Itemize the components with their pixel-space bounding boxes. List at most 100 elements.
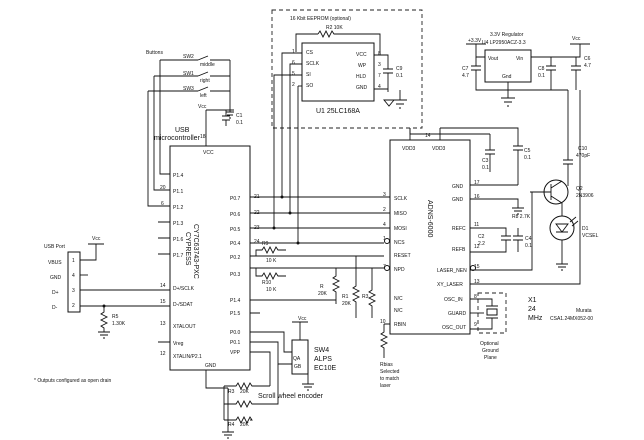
mcu-pin: P1.7 (173, 253, 184, 259)
usb-port-block: USB Port Vcc VBUS GND D+ D- 1 4 3 2 R5 1… (44, 236, 170, 339)
usb-pin-num: 3 (72, 288, 75, 294)
eeprom-c9: C9 (396, 66, 403, 72)
mcu-pin: XTALIN/P2.1 (173, 354, 202, 360)
sensor-pin-num: 8 (474, 294, 477, 300)
sensor-pin-num: 2 (383, 207, 386, 213)
mcu-pin: P0.0 (230, 330, 241, 336)
eeprom-pin-num: 5 (292, 71, 295, 77)
regulator-c6-value: 4.7 (584, 63, 591, 69)
sensor-pin-num: 11 (474, 222, 479, 228)
eeprom-pin-sclk: SCLK (306, 61, 320, 67)
buttons-block: Buttons SW2 SW1 SW3 middle right left (146, 50, 234, 207)
crystal-ground-line-1: Optional (480, 341, 499, 347)
regulator-c7: C7 (462, 66, 469, 72)
regulator-c7-value: 4.7 (462, 73, 469, 79)
mcu-pin-num: 24 (254, 239, 260, 245)
mcu-pin: P1.2 (173, 205, 184, 211)
laser-c5-value: 0.1 (524, 155, 531, 161)
sensor-pin: MOSI (394, 226, 407, 232)
laser-c5: C5 (524, 148, 531, 154)
laser-c3: C3 (482, 158, 489, 164)
mcu-pin-num: 20 (160, 185, 166, 191)
laser-block: C3 0.1 C5 0.1 R8 2.7K C2 2.2 C4 0.1 C10 … (409, 90, 599, 285)
regulator-part: U4 LP2950ACZ-3.3 (482, 40, 526, 46)
encoder-block: Vcc QA GB SW4 ALPS EC10E Scroll wheel en… (223, 316, 337, 428)
sensor-pin: GUARD (448, 311, 466, 317)
mcu-pin: D+/SCLK (173, 286, 195, 292)
mcu-pin: XTALOUT (173, 324, 196, 330)
crystal-ref: X1 (528, 297, 537, 304)
sensor-pin-num: 3 (383, 192, 386, 198)
mcu-pin: Vreg (173, 341, 184, 347)
sensor-pin-num: 16 (474, 194, 480, 200)
sensor-pin: NCS (394, 240, 405, 246)
eeprom-pin-num: 6 (292, 60, 295, 66)
resistor-r9: R9 (262, 241, 269, 247)
usb-r5: R5 (112, 314, 119, 320)
usb-pin-num: 2 (72, 303, 75, 309)
rail-vcc: Vcc (572, 36, 581, 42)
sensor-pin-num: 17 (474, 180, 480, 186)
eeprom-pin-num: 8 (378, 51, 381, 57)
usb-pin-gnd: GND (50, 275, 62, 281)
crystal-frequency: 24 (528, 306, 536, 313)
mcu-pin: D-/SDAT (173, 302, 193, 308)
sensor-pin-num: 15 (474, 264, 480, 270)
mcu-left-pins: P1.4 P1.1 P1.2 P1.3 P1.6 P1.7 D+/SCLK D-… (158, 173, 202, 360)
laser-r8: R8 2.7K (512, 214, 531, 220)
sensor-part: ADNS-6000 (426, 200, 433, 237)
crystal-ground-line-2: Ground (482, 348, 499, 354)
usb-r5-value: 1.30K (112, 321, 126, 327)
encoder-ref: SW4 (314, 347, 329, 354)
eeprom-pin-hld: HLD (356, 74, 366, 80)
sensor-pin: OSC_IN (444, 297, 463, 303)
laser-c3-value: 0.1 (482, 165, 489, 171)
regulator-c8: C8 (538, 66, 545, 72)
regulator-pin-vin: Vin (516, 56, 523, 62)
mcu-pin: P0.7 (230, 196, 241, 202)
regulator-chip (484, 49, 532, 83)
regulator-c8-value: 0.1 (538, 73, 545, 79)
encoder-pin-qa: QA (293, 356, 301, 362)
mcu-pin-vcc: VCC (203, 150, 214, 156)
sensor-block: ADNS-6000 VDD3 VDD3 14 SCLK MISO MOSI NC… (380, 128, 480, 335)
resistor-r3-value: 20K (240, 389, 250, 395)
eeprom-caption: 16 Kbit EEPROM (optional) (290, 16, 351, 22)
button-sw3-ref: SW3 (183, 86, 194, 92)
crystal-block: X1 24 MHz Murata CSA1.24MX052-00 Optiona… (470, 292, 593, 361)
crystal-maker: Murata (576, 308, 592, 314)
rbias-title: Rbias (380, 362, 393, 368)
sensor-pin: GND (452, 197, 464, 203)
mcu-pin: P0.6 (230, 212, 241, 218)
resistor-r10: R10 (262, 280, 271, 286)
sensor-pin-vdd3: VDD3 (432, 146, 446, 152)
sensor-chip (389, 139, 471, 335)
mcu-vcc-rail: Vcc (198, 104, 207, 110)
sensor-pin: RESET (394, 253, 411, 259)
crystal-unit: MHz (528, 315, 543, 322)
regulator-pin-vout: Vout (488, 56, 499, 62)
laser-c2-value: 2.2 (478, 241, 485, 247)
buttons-title: Buttons (146, 50, 163, 56)
crystal-ground-line-3: Plane (484, 355, 497, 361)
sensor-pin-num: 13 (474, 279, 480, 285)
mcu-pin-num: 14 (160, 283, 166, 289)
encoder-caption: Scroll wheel encoder (258, 393, 324, 400)
mcu-pin: P1.5 (230, 311, 241, 317)
mcu-title: USB (175, 127, 190, 134)
mcu-chip (169, 145, 251, 371)
usb-connector (67, 251, 81, 313)
mcu-pin-num: 15 (160, 299, 166, 305)
sensor-pin: GND (452, 184, 464, 190)
laser-diode-d1 (549, 215, 575, 241)
mcu-pin: P1.4 (230, 298, 241, 304)
resistor-r: R (320, 284, 324, 290)
eeprom-part: U1 25LC168A (316, 108, 360, 115)
laser-c10-value: 470pF (576, 153, 590, 159)
usb-port-title: USB Port (44, 244, 65, 250)
laser-c4-value: 0.1 (525, 243, 532, 249)
resistor-r3: R3 (228, 389, 235, 395)
mcu-block: USB microcontroller Vcc C1 0.1 VCC 18 GN… (154, 104, 260, 439)
eeprom-pin-cs: CS (306, 50, 314, 56)
